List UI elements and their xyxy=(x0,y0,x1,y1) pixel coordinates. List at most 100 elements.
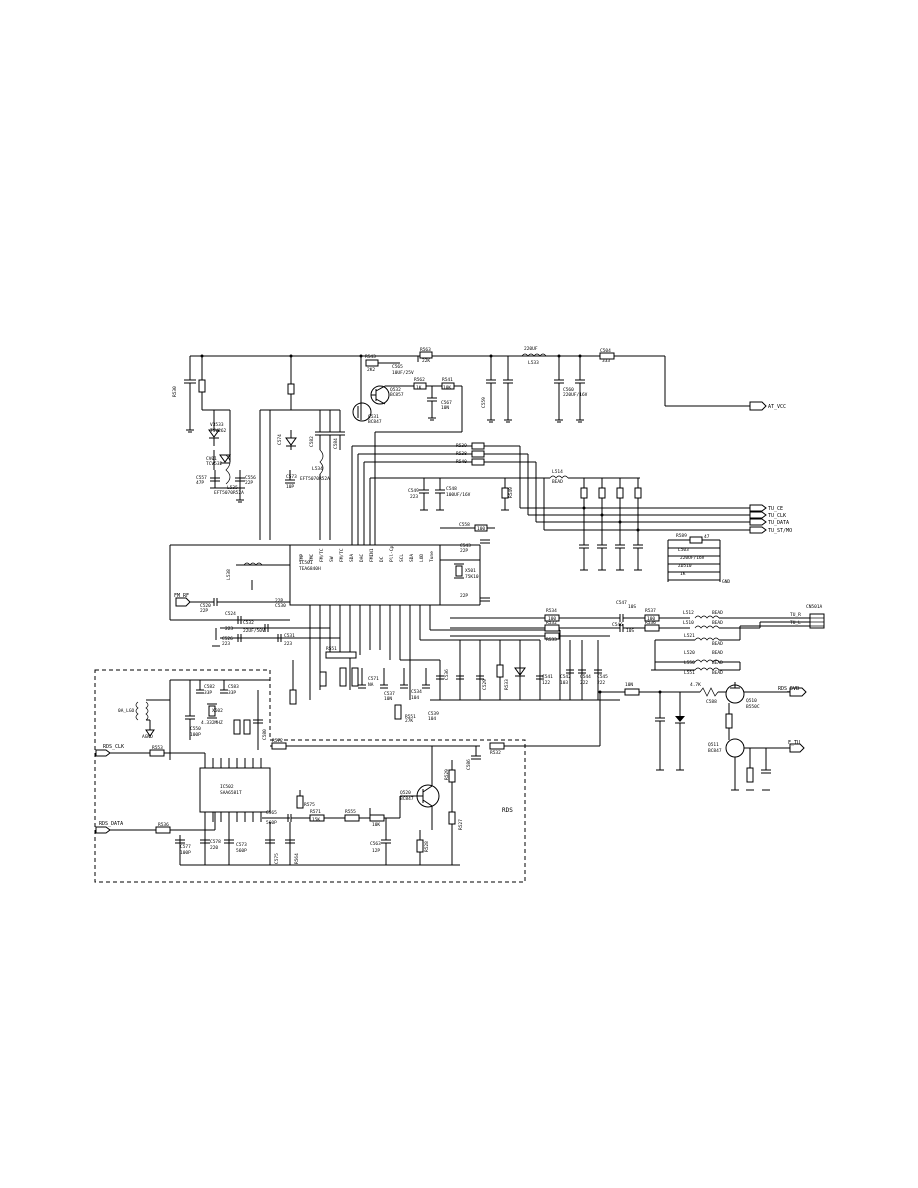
c549-val: 223 xyxy=(410,494,418,500)
c556-val: 22P xyxy=(245,480,253,486)
ic501-pin-sda2: SDA xyxy=(409,554,415,562)
c567-val: 10N xyxy=(441,405,449,411)
c520-val: 22P xyxy=(200,608,208,614)
q531-label: Q531 xyxy=(368,414,379,420)
r527-label: R527 xyxy=(458,819,464,830)
c543-label: C543 xyxy=(460,543,471,549)
c546-val: 10S xyxy=(626,628,634,634)
c584-label: C584 xyxy=(333,438,339,449)
l535-part: EFT5070R52A xyxy=(214,490,244,496)
gnd-label: GND xyxy=(722,579,730,585)
x502-ref: X502 xyxy=(212,708,223,714)
connector-cn501a: CN501A TU_R TU_L xyxy=(790,604,825,629)
c541-label: C541 xyxy=(542,674,553,680)
c565b-val: 560P xyxy=(266,820,277,826)
l550-label: L550 xyxy=(684,660,695,666)
c526-val: 223 xyxy=(222,641,230,647)
l521-val: BEAD xyxy=(712,641,723,647)
ic501-pin-sda: SDA xyxy=(349,554,355,562)
c577-val: 100P xyxy=(180,850,191,856)
r571-label: R571 xyxy=(310,809,321,815)
ic502-ref: IC502 xyxy=(220,784,234,790)
r541-label: R541 xyxy=(442,377,453,383)
varicap-section: V3533 TSV262 CV01 TCV532 C557 47P L535 E… xyxy=(196,410,256,503)
r540-label: R540 xyxy=(456,459,467,465)
supply-filter: 220UF L533 C559 C560 220UF/16V C504 333 xyxy=(481,346,615,420)
ic501-pin-lod: LOD xyxy=(419,554,425,562)
ic501-pin-dac: DAC xyxy=(359,554,365,562)
c583-label: C583 xyxy=(228,684,239,690)
c539-label: C539 xyxy=(428,711,439,717)
c559-label: C559 xyxy=(481,397,487,408)
c548-label: C548 xyxy=(446,486,457,492)
r589-val: C588 xyxy=(706,699,717,705)
l512-val: BEAD xyxy=(712,610,723,616)
c582-label: C582 xyxy=(204,684,215,690)
c539-val: 104 xyxy=(428,716,436,722)
ic501-pin-scl: SCL xyxy=(399,554,405,562)
l520-label: L520 xyxy=(684,650,695,656)
c563-label: C563 xyxy=(370,841,381,847)
am-lgo-input: 0A_LGO AGND xyxy=(118,679,270,760)
l520-val: BEAD xyxy=(712,650,723,656)
ic501-ref: IC501 xyxy=(299,560,313,566)
c575-label: C575 xyxy=(274,853,280,864)
r562-label: R562 xyxy=(414,377,425,383)
c560-label: C560 xyxy=(563,387,574,393)
r551b-val: 27K xyxy=(405,718,413,724)
c557-label: C557 xyxy=(196,475,207,481)
c574-label: C574 xyxy=(277,434,283,445)
ic501-bottom-pins: R551 C571 NA C537 10N C534 104 C539 104 … xyxy=(289,605,620,724)
r532-label: R532 xyxy=(546,620,557,626)
c542-label: C542 xyxy=(560,674,571,680)
c549-label: C549 xyxy=(408,488,419,494)
r564-label: R553 xyxy=(152,745,163,751)
l550-val: BEAD xyxy=(712,660,723,666)
cv01-label: CV01 xyxy=(206,456,217,462)
c582-label-top: C582 xyxy=(309,436,315,447)
ic502: IC502 SAA6581T xyxy=(199,758,271,822)
q531-type: BC847 xyxy=(368,419,382,425)
r555-label: R555 xyxy=(345,809,356,815)
c565-val: 10UF/25V xyxy=(392,370,414,376)
l510-val: BEAD xyxy=(712,620,723,626)
c573-label: C573 xyxy=(236,842,247,848)
r537-val: 100 xyxy=(647,616,655,622)
r534-val: 100 xyxy=(548,616,556,622)
c565-label: C565 xyxy=(392,364,403,370)
l534-label: L534 xyxy=(312,466,323,472)
c532-label: C532 xyxy=(243,620,254,626)
r536-label: R536 xyxy=(645,620,656,626)
c560-val: 220UF/16V xyxy=(563,392,588,398)
rds-q520-filter: Q520 BC847 C565 560P R571 15K R555 10K C… xyxy=(180,692,601,866)
l521-label: L521 xyxy=(684,633,695,639)
ic501-pin-fmtc2: FM/TC xyxy=(339,548,345,562)
resistor-r530 xyxy=(198,356,231,462)
c545-val: 222 xyxy=(597,680,605,686)
c549-group: C549 223 C548 100UF/16V R549 xyxy=(408,478,514,511)
l551-val: BEAD xyxy=(712,670,723,676)
c583-val: 33P xyxy=(228,690,236,696)
r582-label: C504 xyxy=(600,348,611,354)
transistor-q532-section: R543 2K2 C565 10UF/25V Q532 BC857 Q531 B… xyxy=(352,347,463,545)
c556-label: C556 xyxy=(245,475,256,481)
c578-val: 220 xyxy=(210,845,218,851)
r533-label-right: R533 xyxy=(546,637,557,643)
am-lgo-label: 0A_LGO xyxy=(118,708,135,714)
ic501-pin-dc: DC xyxy=(379,556,385,562)
tu-bypass-caps xyxy=(579,508,643,571)
l512-label: L512 xyxy=(683,610,694,616)
ic501-pin-sw: SW xyxy=(329,556,335,562)
c550-label: C550 xyxy=(190,726,201,732)
r571-val: 15K xyxy=(312,817,320,823)
c557-val: 47P xyxy=(196,480,204,486)
c550-val: 100P xyxy=(190,732,201,738)
r575-label: R575 xyxy=(304,802,315,808)
q511-type: BC847 xyxy=(708,748,722,754)
r534-label: R534 xyxy=(546,608,557,614)
c577-label: C577 xyxy=(180,844,191,850)
c542-val: 103 xyxy=(560,680,568,686)
c534-label: C534 xyxy=(411,689,422,695)
r537-label: R537 xyxy=(645,608,656,614)
